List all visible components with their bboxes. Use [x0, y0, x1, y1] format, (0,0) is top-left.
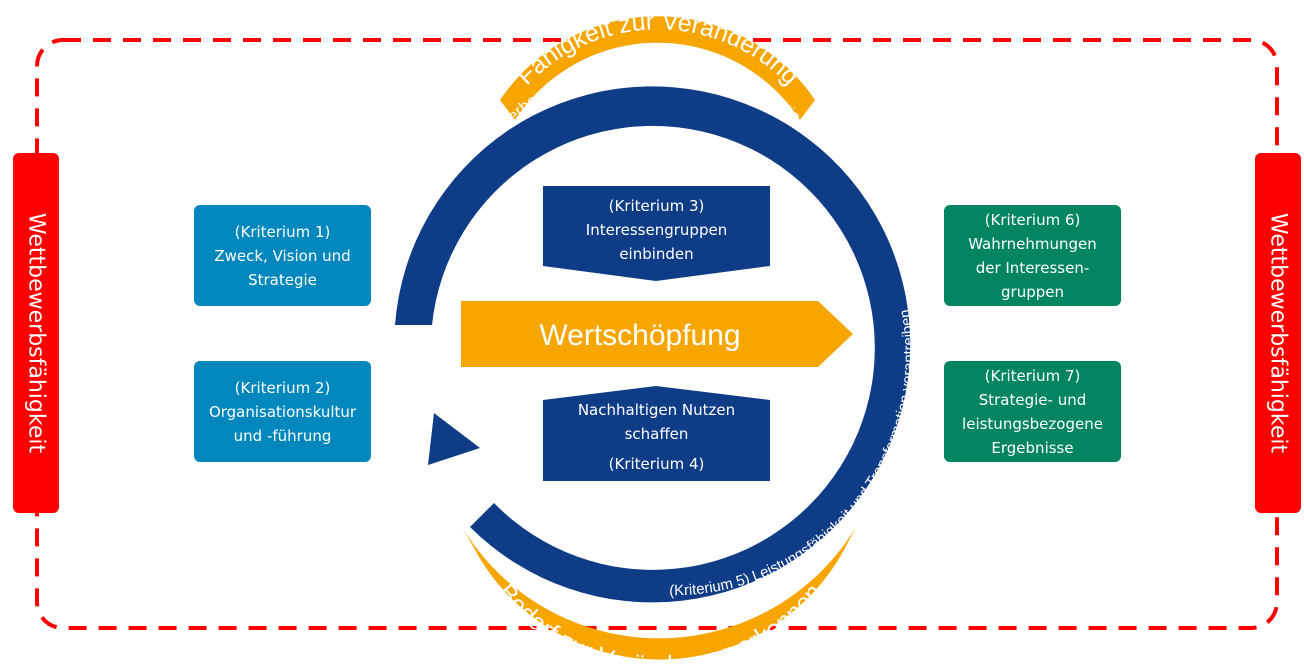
box-line: der Interessen-: [975, 258, 1090, 277]
cycle-arrow-head: [428, 413, 480, 465]
criterion7-box: (Kriterium 7) Strategie- und leistungsbe…: [944, 361, 1121, 462]
criterion2-box: (Kriterium 2) Organisationskultur und -f…: [194, 361, 371, 462]
left-competitiveness-label: Wettbewerbsfähigkeit: [23, 212, 49, 454]
box-line: (Kriterium 7): [984, 366, 1081, 385]
box-line: (Kriterium 6): [984, 210, 1081, 229]
value-arrow-label: Wertschöpfung: [539, 319, 740, 352]
criterion4-line: (Kriterium 4): [608, 455, 705, 473]
right-competitiveness-bar: Wettbewerbsfähigkeit: [1255, 153, 1301, 513]
criterion3-line: (Kriterium 3): [608, 197, 705, 215]
box-line: Ergebnisse: [991, 438, 1074, 457]
box-line: (Kriterium 2): [234, 378, 331, 397]
box-line: Strategie- und: [978, 390, 1087, 409]
box-line: und -führung: [233, 426, 332, 445]
criterion4-shape: [543, 386, 770, 481]
criterion4-line: schaffen: [624, 425, 689, 443]
box-line: gruppen: [1001, 282, 1064, 301]
box-line: Wahrnehmungen: [968, 234, 1097, 253]
criterion3-shape: [543, 186, 770, 281]
box-line: Zweck, Vision und: [214, 246, 351, 265]
criterion3-line: einbinden: [619, 245, 694, 263]
criterion4-line: Nachhaltigen Nutzen: [577, 401, 736, 419]
box-line: Strategie: [248, 270, 317, 289]
criterion3-text: (Kriterium 3) Interessengruppen einbinde…: [543, 194, 770, 266]
box-line: Organisationskultur: [208, 402, 357, 421]
criterion3-line: Interessengruppen: [585, 221, 728, 239]
value-arrow-shape: [461, 301, 853, 367]
right-competitiveness-label: Wettbewerbsfähigkeit: [1265, 212, 1291, 454]
left-competitiveness-bar: Wettbewerbsfähigkeit: [13, 153, 59, 513]
bottom-banner-band: [462, 527, 856, 660]
criterion1-box: (Kriterium 1) Zweck, Vision und Strategi…: [194, 205, 371, 306]
criterion4-text: Nachhaltigen Nutzen schaffen (Kriterium …: [543, 398, 770, 476]
box-line: leistungsbezogene: [962, 414, 1103, 433]
box-line: (Kriterium 1): [234, 222, 331, 241]
top-banner-band: [500, 16, 815, 121]
criterion6-box: (Kriterium 6) Wahrnehmungen der Interess…: [944, 205, 1121, 306]
